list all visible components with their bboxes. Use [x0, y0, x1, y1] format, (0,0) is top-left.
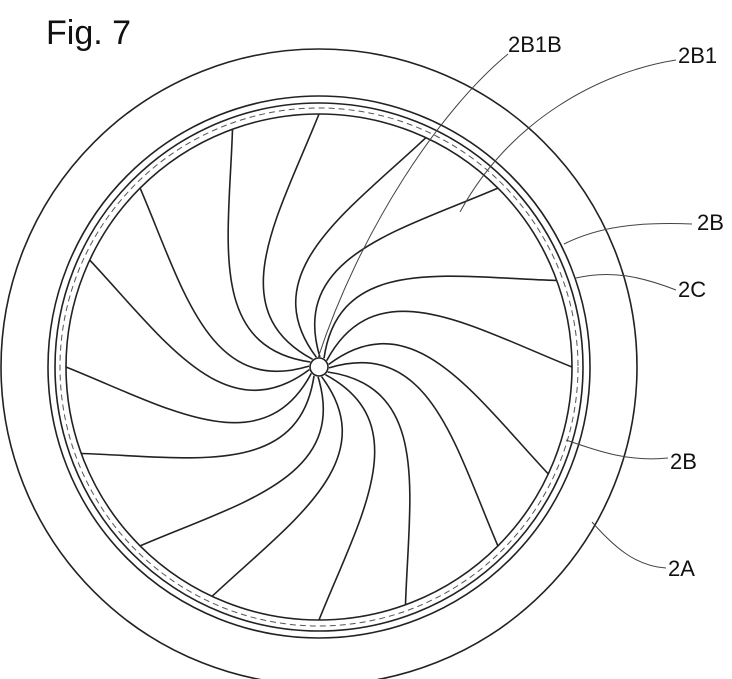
blade-1-edge-a — [295, 137, 427, 358]
blade-8-edge-b — [262, 113, 320, 361]
hub-2b1b — [309, 357, 329, 377]
blade-5-edge-a — [211, 376, 343, 597]
blade-1-edge-b — [313, 187, 499, 358]
blade-group — [65, 113, 573, 621]
blade-2-edge-b — [325, 310, 573, 368]
leader-2b1b — [317, 53, 509, 359]
blade-4-edge-b — [318, 373, 376, 621]
blade-5-edge-b — [139, 376, 325, 547]
leader-2b-upper — [563, 223, 693, 245]
blade-8-edge-a — [227, 129, 311, 363]
blade-6-edge-b — [65, 366, 313, 424]
blade-3-edge-a — [328, 343, 549, 475]
blade-3-edge-b — [328, 361, 499, 547]
rim-dashed-ring — [59, 107, 579, 627]
label-2a: 2A — [668, 556, 695, 581]
blade-6-edge-a — [81, 375, 315, 459]
leader-2b-lower — [565, 439, 669, 460]
leader-2c — [575, 273, 677, 291]
rim-ring-2c — [54, 102, 584, 632]
label-2b1: 2B1 — [678, 43, 717, 68]
label-2c: 2C — [678, 277, 706, 302]
leader-2a — [591, 521, 667, 569]
blade-4-edge-a — [327, 371, 411, 605]
blade-7-edge-a — [89, 259, 310, 391]
rim-outer-ring-2b — [47, 95, 591, 639]
leader-2b1 — [459, 59, 677, 213]
label-2b-lower: 2B — [670, 449, 697, 474]
blade-7-edge-b — [139, 187, 310, 373]
figure-title: Fig. 7 — [46, 14, 131, 52]
outer-ring-2a — [0, 48, 638, 679]
blade-2-edge-a — [323, 275, 557, 359]
label-2b1b: 2B1B — [508, 32, 562, 57]
label-2b-upper: 2B — [697, 210, 724, 235]
